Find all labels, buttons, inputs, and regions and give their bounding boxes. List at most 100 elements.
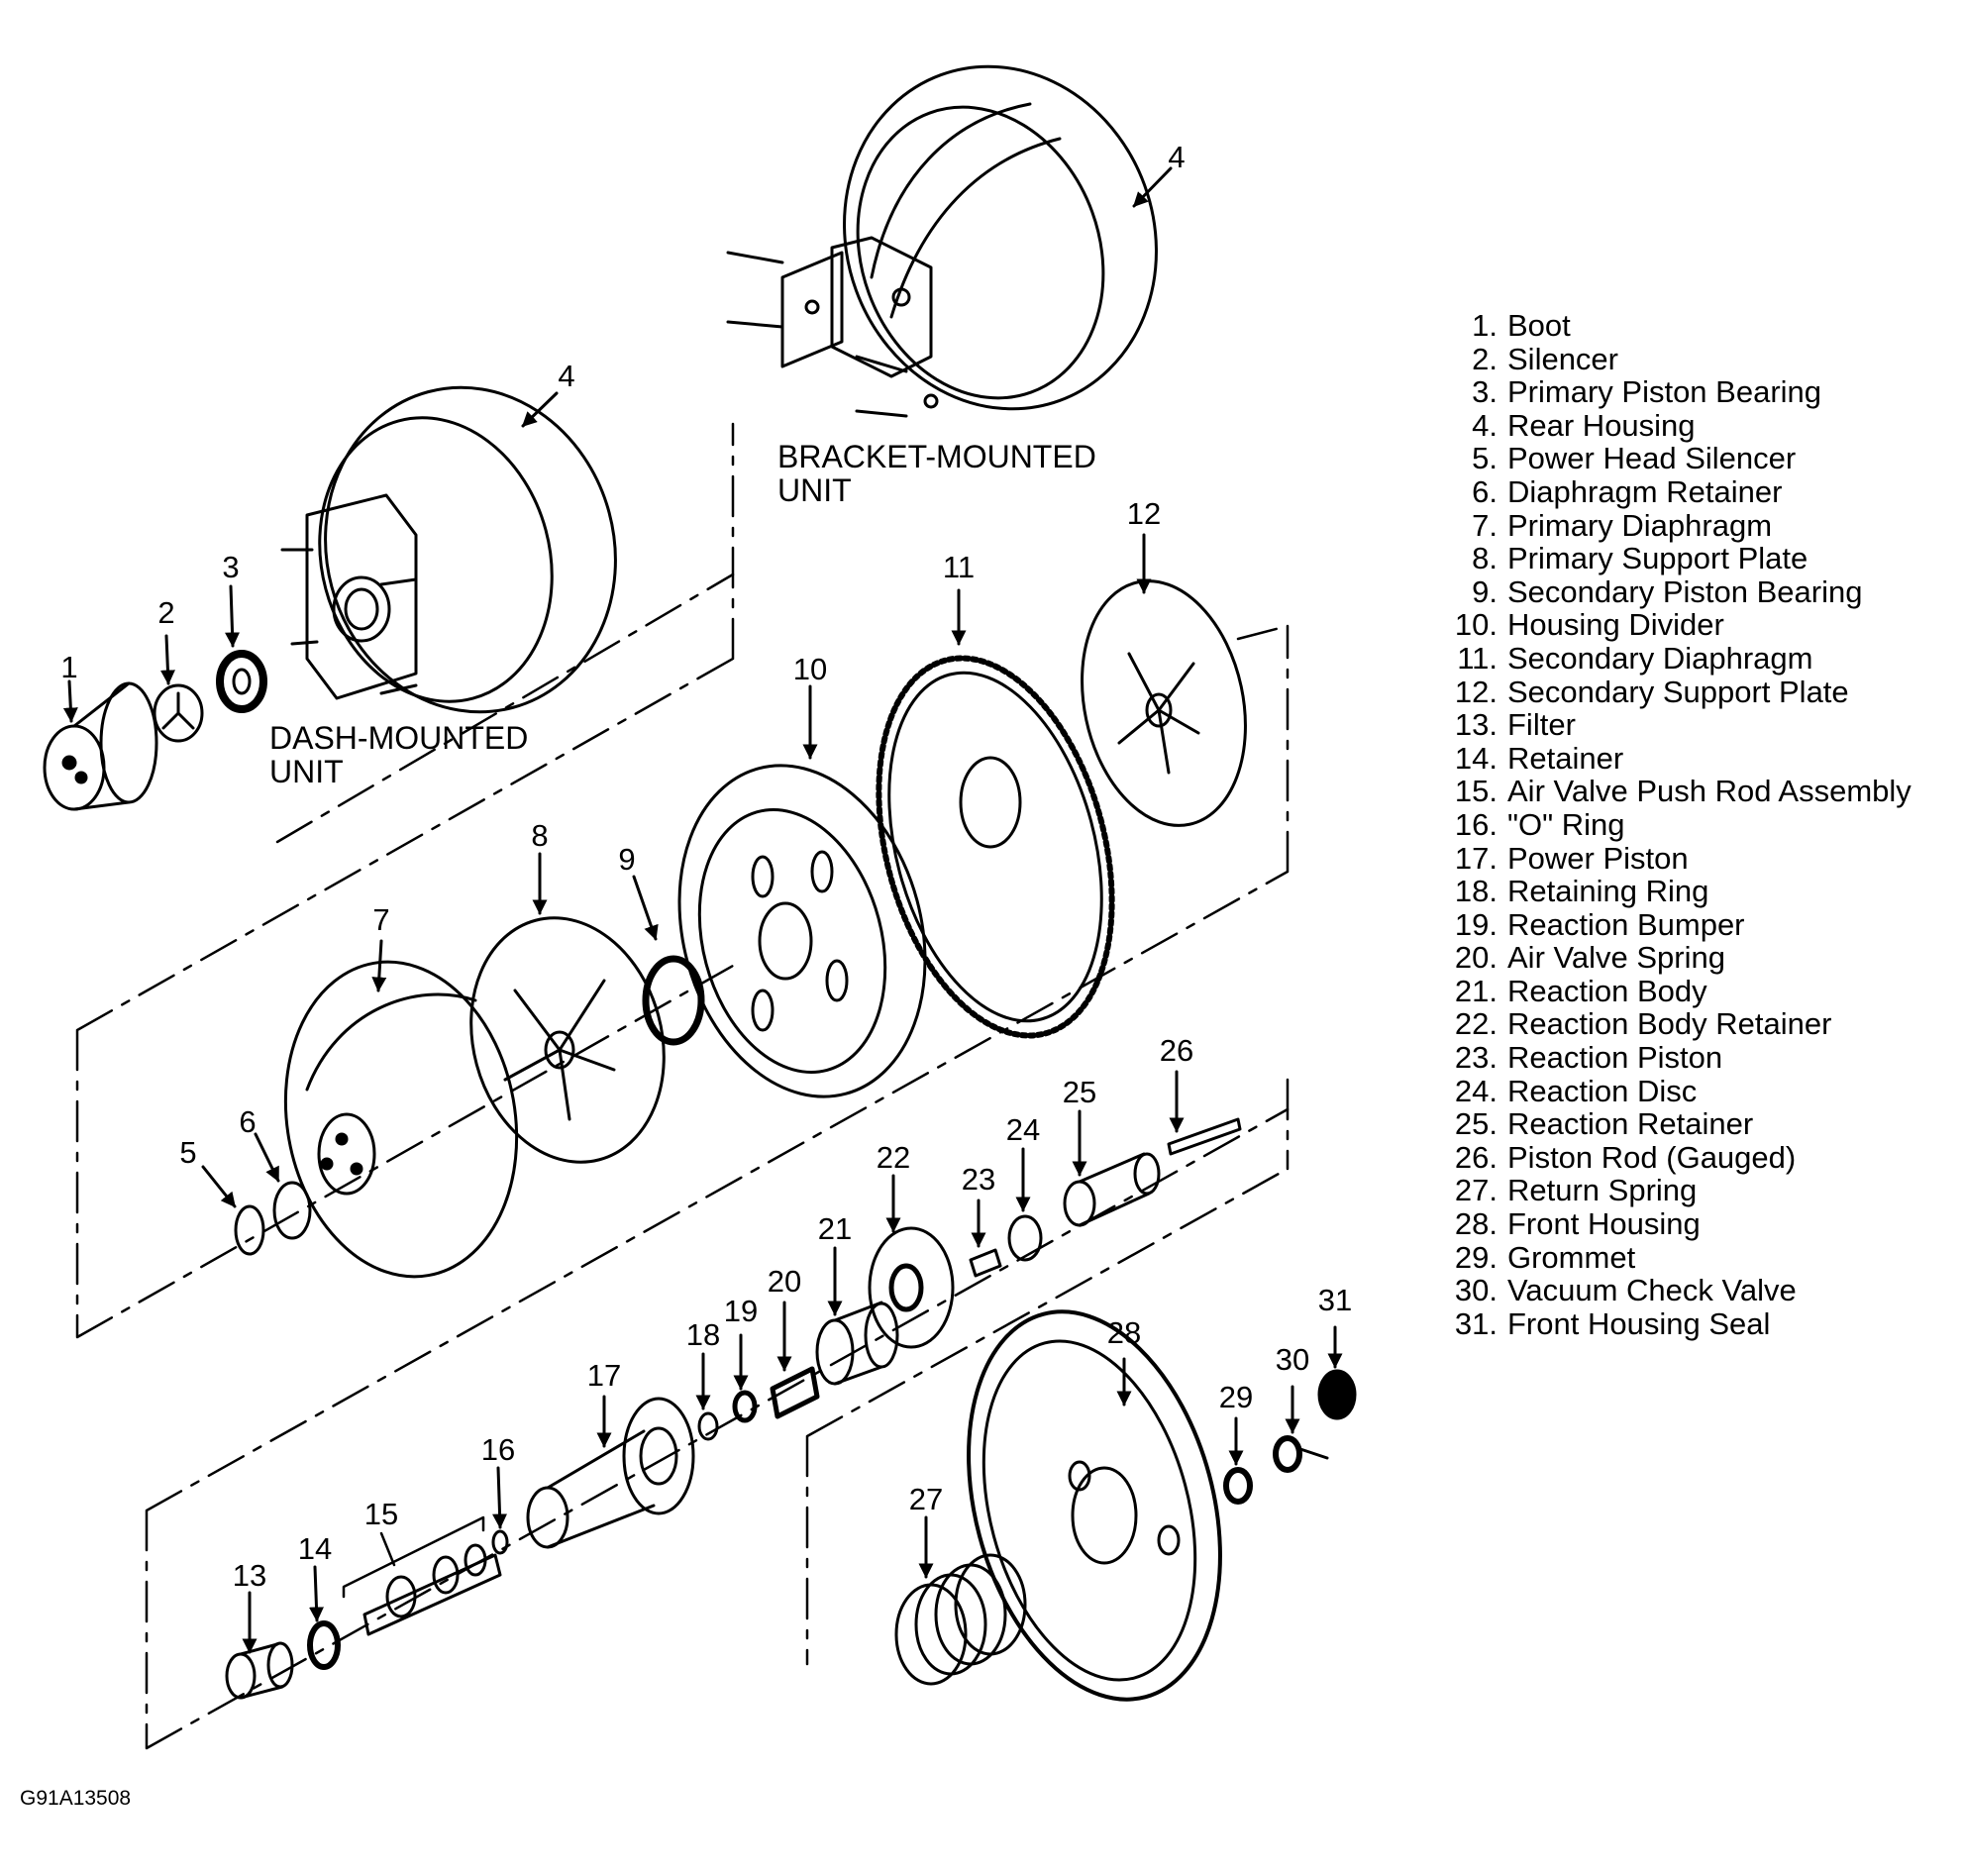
callout-10: 10	[792, 652, 828, 686]
legend-item: 18.Retaining Ring	[1448, 875, 1911, 908]
legend-item-name: "O" Ring	[1507, 806, 1625, 842]
dash-label-line-1: DASH-MOUNTED	[269, 720, 529, 756]
callout-31: 31	[1317, 1283, 1353, 1317]
legend-item-name: Front Housing Seal	[1507, 1305, 1771, 1341]
legend-item-number: 16.	[1454, 806, 1498, 842]
callout-13: 13	[232, 1558, 267, 1593]
legend-item-name: Return Spring	[1507, 1173, 1698, 1208]
filter-part	[225, 1641, 294, 1700]
leader-arrow-6	[254, 1132, 280, 1183]
legend-item: 1.Boot	[1448, 309, 1911, 343]
reaction-body-part	[815, 1301, 899, 1386]
legend-item-number: 6.	[1472, 473, 1498, 509]
leader-arrow-3	[225, 584, 241, 648]
piston-rod-part	[1167, 1117, 1242, 1156]
legend-item-name: Primary Support Plate	[1507, 541, 1808, 576]
legend-item-number: 13.	[1454, 707, 1498, 743]
legend-item: 2.Silencer	[1448, 341, 1911, 376]
leader-arrows	[62, 166, 1343, 1654]
leader-arrow-4-dash	[521, 391, 559, 428]
legend-item: 14.Retainer	[1448, 742, 1911, 776]
legend-item-name: Air Valve Spring	[1507, 940, 1725, 976]
secondary-diaphragm-part	[876, 655, 1115, 1039]
legend-item-name: Grommet	[1507, 1239, 1636, 1275]
power-piston-part	[526, 1397, 695, 1549]
legend-item: 4.Rear Housing	[1448, 409, 1911, 443]
legend-item-name: Power Head Silencer	[1507, 441, 1797, 476]
legend-item-name: Piston Rod (Gauged)	[1507, 1139, 1797, 1175]
legend-item-number: 25.	[1454, 1106, 1498, 1142]
callout-23: 23	[961, 1162, 996, 1197]
callout-3: 3	[222, 550, 240, 584]
callout-15: 15	[363, 1497, 399, 1531]
vacuum-check-valve-part	[1273, 1435, 1329, 1473]
callout-20: 20	[767, 1264, 802, 1299]
legend-item: 30.Vacuum Check Valve	[1448, 1274, 1911, 1307]
legend-item-name: Reaction Retainer	[1507, 1106, 1754, 1142]
legend-item: 21.Reaction Body	[1448, 975, 1911, 1008]
legend-item-number: 23.	[1454, 1040, 1498, 1076]
legend-item-number: 2.	[1472, 341, 1498, 376]
legend-item-name: Diaphragm Retainer	[1507, 473, 1783, 509]
callout-7: 7	[372, 902, 390, 937]
dash-label-line-2: UNIT	[269, 754, 344, 789]
rear-housing-dash-mounted	[280, 385, 617, 714]
reaction-body-retainer-part	[868, 1226, 955, 1349]
legend-item-number: 18.	[1454, 874, 1498, 909]
rear-housing-bracket-mounted	[726, 64, 1158, 418]
legend-item-name: Reaction Piston	[1507, 1040, 1723, 1076]
grommet-part	[1223, 1467, 1253, 1505]
power-head-silencer-part	[234, 1204, 265, 1256]
legend-item-name: Reaction Disc	[1507, 1073, 1698, 1108]
front-housing-seal-part	[1317, 1369, 1357, 1420]
callout-19: 19	[723, 1294, 759, 1328]
legend-item-number: 4.	[1472, 407, 1498, 443]
dash-mounted-unit-label: DASH-MOUNTED UNIT	[269, 721, 528, 788]
o-ring-part	[491, 1529, 509, 1555]
return-spring-part	[894, 1553, 1027, 1686]
legend-item-name: Vacuum Check Valve	[1507, 1273, 1797, 1308]
alignment-lines	[75, 422, 1290, 1750]
callout-21: 21	[817, 1211, 853, 1246]
legend-item-name: Secondary Support Plate	[1507, 674, 1849, 709]
legend-item-number: 11.	[1457, 640, 1498, 676]
alignment-box-upper	[75, 422, 735, 1339]
legend-item-name: Filter	[1507, 707, 1576, 743]
leader-arrow-4-bracket	[1132, 166, 1173, 208]
reaction-retainer-part	[1063, 1152, 1161, 1227]
legend-item: 31.Front Housing Seal	[1448, 1307, 1911, 1341]
front-housing-part	[967, 1309, 1222, 1702]
legend-item-number: 29.	[1454, 1239, 1498, 1275]
legend-item: 28.Front Housing	[1448, 1207, 1911, 1241]
legend-item: 8.Primary Support Plate	[1448, 542, 1911, 575]
legend-item-name: Housing Divider	[1507, 607, 1724, 643]
callout-18: 18	[685, 1317, 721, 1352]
legend-item: 3.Primary Piston Bearing	[1448, 375, 1911, 409]
bracket-label-line-1: BRACKET-MOUNTED	[777, 439, 1096, 474]
legend-item-number: 26.	[1454, 1139, 1498, 1175]
primary-diaphragm-part	[283, 960, 519, 1279]
legend-item-number: 3.	[1472, 374, 1498, 410]
legend-item-name: Boot	[1507, 308, 1571, 343]
legend-item: 5.Power Head Silencer	[1448, 442, 1911, 475]
alignment-axis-main	[275, 573, 1290, 844]
legend-item-number: 7.	[1472, 507, 1498, 543]
reaction-bumper-part	[732, 1390, 758, 1423]
legend-item-name: Primary Diaphragm	[1507, 507, 1773, 543]
leader-arrow-7	[371, 939, 387, 992]
callout-22: 22	[876, 1140, 911, 1175]
legend-item: 9.Secondary Piston Bearing	[1448, 575, 1911, 609]
legend-item: 20.Air Valve Spring	[1448, 941, 1911, 975]
callout-4-dash: 4	[558, 359, 575, 393]
callout-30: 30	[1275, 1342, 1310, 1377]
leader-arrow-9	[632, 875, 659, 941]
silencer-part	[153, 683, 204, 743]
legend-item-number: 21.	[1454, 973, 1498, 1008]
legend-item-number: 24.	[1454, 1073, 1498, 1108]
leader-arrow-5	[201, 1165, 237, 1208]
callout-11: 11	[942, 550, 976, 584]
callout-6: 6	[239, 1104, 257, 1139]
legend-item: 25.Reaction Retainer	[1448, 1107, 1911, 1141]
